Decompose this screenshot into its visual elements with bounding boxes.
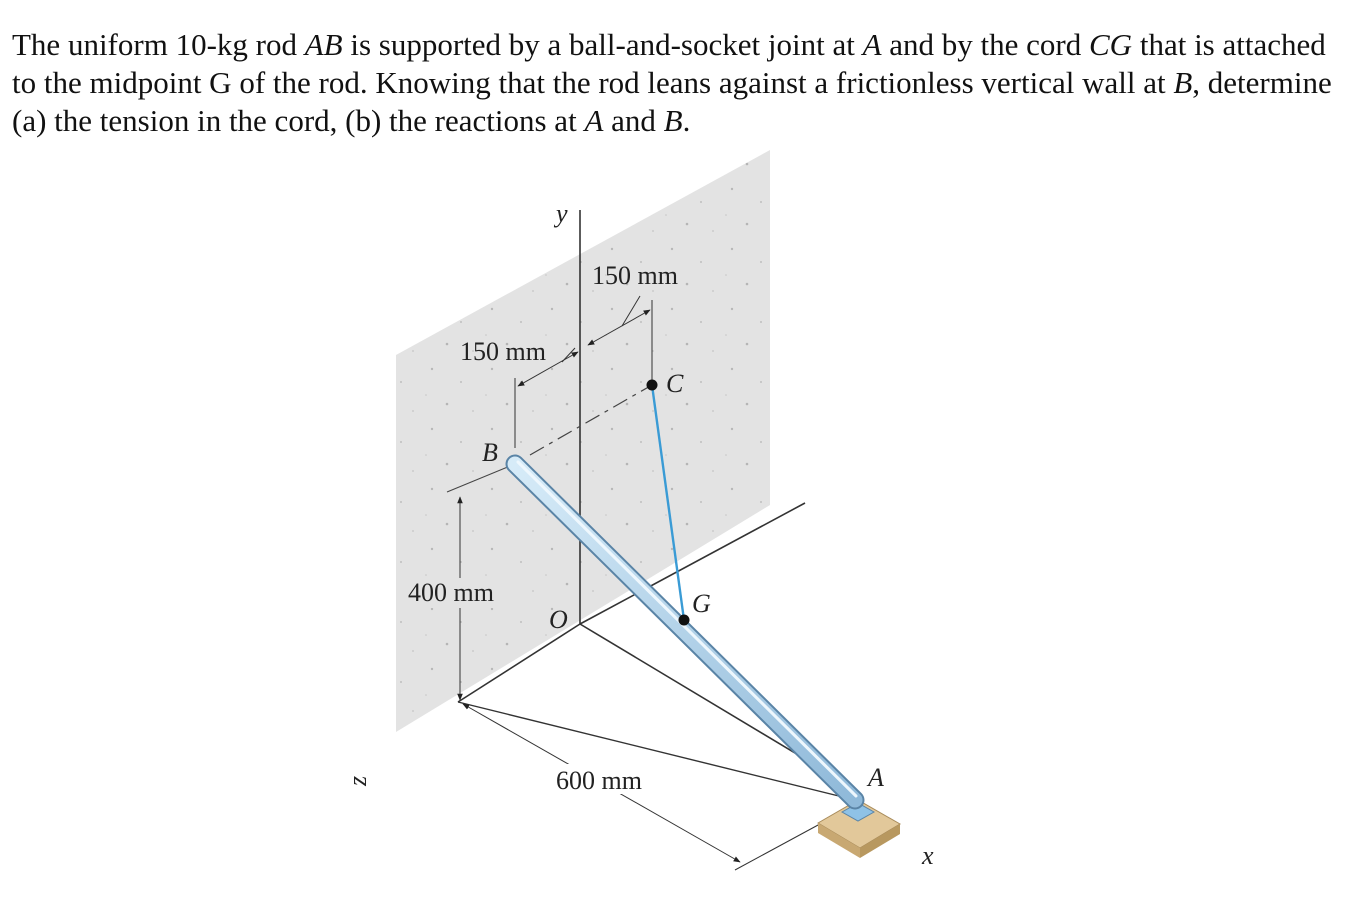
problem-statement: The uniform 10-kg rod AB is supported by… [12, 27, 1332, 138]
dim-150-left-leader [561, 347, 576, 363]
x-axis-line [579, 502, 806, 625]
rod-ab-highlight [516, 460, 858, 798]
point-c-marker [646, 379, 658, 391]
point-g-marker [678, 614, 690, 626]
dim-600-label-bg [552, 764, 660, 794]
dim-150-left-label: 150 mm [460, 337, 546, 366]
label-o: O [549, 605, 568, 634]
dim-150-top-leader [621, 295, 641, 327]
wall-texture [396, 150, 770, 732]
label-z: z [343, 776, 372, 787]
dim-150-left-line [517, 351, 579, 387]
label-b: B [482, 438, 498, 467]
guide-b-to-c [529, 384, 653, 456]
dim-400-label: 400 mm [408, 578, 494, 607]
wall-base-line [457, 623, 581, 703]
dim-400-label-bg [404, 578, 514, 608]
label-c: C [666, 369, 684, 398]
label-y: y [553, 199, 568, 228]
z-axis-line [579, 623, 821, 769]
dim-150-top-label: 150 mm [592, 261, 678, 290]
label-x: x [921, 841, 934, 870]
dim-600-label: 600 mm [556, 766, 642, 795]
guide-b-ext [446, 463, 516, 493]
cord-cg [650, 384, 686, 621]
rod-ab [507, 456, 863, 808]
base-plate-left [818, 823, 860, 858]
label-a: A [866, 763, 884, 792]
label-g: G [692, 589, 711, 618]
base-plate-right [860, 824, 900, 858]
dim-150-top-line [587, 309, 651, 346]
